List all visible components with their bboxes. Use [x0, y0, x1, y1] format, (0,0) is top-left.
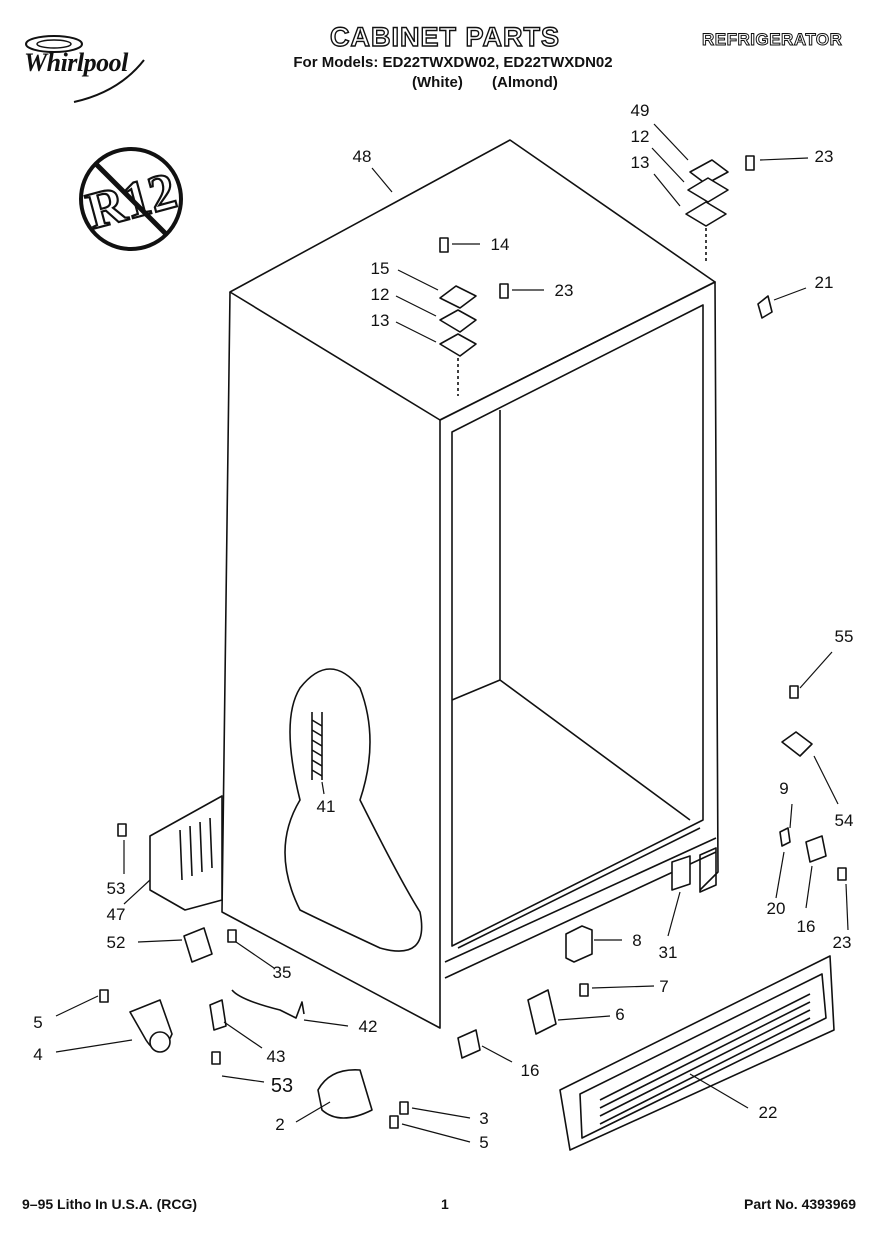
callout-16-right: 16	[797, 917, 816, 936]
right-hinge-set	[685, 155, 755, 264]
screws	[99, 685, 847, 1129]
center-hinge-set	[439, 237, 509, 396]
callout-5-left: 5	[33, 1013, 42, 1032]
callout-15: 15	[371, 259, 390, 278]
lower-clip	[457, 1029, 481, 1059]
callout-6: 6	[615, 1005, 624, 1024]
appliance-category: REFRIGERATOR	[701, 30, 843, 50]
callout-54: 54	[835, 811, 854, 830]
no-r12-badge: R12	[76, 144, 186, 254]
callout-55: 55	[835, 627, 854, 646]
leader-lines	[55, 123, 849, 1143]
callout-43: 43	[267, 1047, 286, 1066]
page-title: CABINET PARTS	[329, 21, 560, 52]
clip	[209, 999, 227, 1031]
callout-labels: 48 49 12 13 23 14 15 12 23 13 21 55 9 54…	[33, 101, 853, 1152]
callout-53-bottom: 53	[271, 1075, 293, 1097]
callout-5-bottom: 5	[479, 1133, 488, 1152]
base-grille	[559, 955, 835, 1151]
callout-13-top-right: 13	[631, 153, 650, 172]
callout-12-top-right: 12	[631, 127, 650, 146]
door-stop-bracket	[527, 989, 557, 1035]
foam-block	[565, 925, 593, 963]
callout-16-lower: 16	[521, 1061, 540, 1080]
callout-23-center: 23	[555, 281, 574, 300]
variant-white: (White)	[412, 74, 463, 91]
cabinet-shell	[221, 139, 719, 1029]
callout-13-center: 13	[371, 311, 390, 330]
callout-21: 21	[815, 273, 834, 292]
brand-name: Whirlpool	[24, 48, 128, 77]
callout-47: 47	[107, 905, 126, 924]
logo-swirl-icon	[25, 35, 145, 103]
callout-35: 35	[273, 963, 292, 982]
callout-48: 48	[353, 147, 372, 166]
page-number: 1	[441, 1196, 449, 1212]
callout-14: 14	[491, 235, 510, 254]
callout-23-lower-right: 23	[833, 933, 852, 952]
callout-7: 7	[659, 977, 668, 996]
callout-9: 9	[779, 779, 788, 798]
callout-8: 8	[632, 931, 641, 950]
callout-23-top-right: 23	[815, 147, 834, 166]
rear-bracket-plate	[149, 795, 223, 911]
print-info: 9–95 Litho In U.S.A. (RCG)	[22, 1196, 198, 1212]
handle-clip	[757, 295, 773, 319]
no-r12-prohibition-icon: R12	[79, 147, 183, 251]
callout-49: 49	[631, 101, 650, 120]
callout-42: 42	[359, 1017, 378, 1036]
callout-3: 3	[479, 1109, 488, 1128]
callout-12-center: 12	[371, 285, 390, 304]
callout-31: 31	[659, 943, 678, 962]
callout-4: 4	[33, 1045, 42, 1064]
roller-bracket	[317, 1069, 373, 1119]
lower-hinge-bracket	[183, 927, 213, 963]
model-numbers: For Models: ED22TWXDW02, ED22TWXDN02	[293, 54, 613, 71]
callout-53-left: 53	[107, 879, 126, 898]
switch-bracket	[671, 855, 691, 891]
whirlpool-logo: Whirlpool	[14, 30, 184, 110]
part-number: Part No. 4393969	[744, 1196, 857, 1212]
cabinet-cutaway	[284, 668, 423, 952]
water-line	[231, 989, 305, 1019]
callout-2: 2	[275, 1115, 284, 1134]
callout-41: 41	[317, 797, 336, 816]
callout-20: 20	[767, 899, 786, 918]
hinge-pin-bracket	[781, 731, 813, 757]
callout-22: 22	[759, 1103, 778, 1122]
callout-52: 52	[107, 933, 126, 952]
variant-almond: (Almond)	[492, 74, 558, 91]
